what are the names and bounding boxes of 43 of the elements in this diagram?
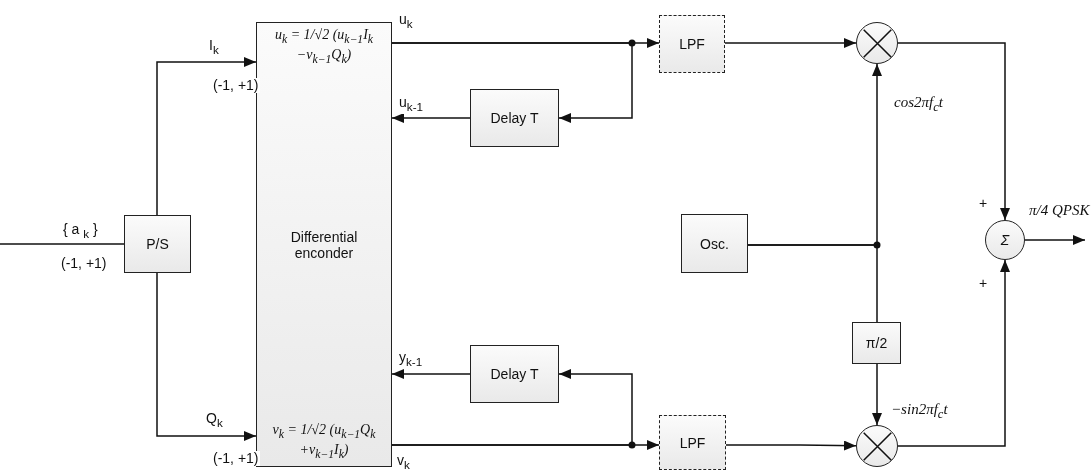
block-label: LPF: [679, 36, 705, 52]
multiplier-circle: [856, 22, 898, 64]
process-box: [124, 215, 191, 273]
arrow: [872, 363, 882, 426]
arrow: [897, 42, 1010, 221]
arrow: [391, 369, 633, 446]
block-label: P/S: [146, 236, 169, 252]
block-label: Delay T: [490, 366, 539, 382]
signal-label: Q$_{k}$: [205, 411, 224, 430]
block-label: Differential enconder: [289, 228, 359, 261]
block-label: π/2: [865, 335, 888, 351]
arrow: [897, 259, 1010, 447]
block-label: Σ: [1000, 232, 1010, 248]
arrow: [724, 38, 857, 48]
block-label: Osc.: [700, 235, 729, 252]
connector-line: [0, 243, 125, 245]
range-label: (-1, +1): [212, 451, 260, 467]
phase-shift-box: [852, 322, 901, 364]
oscillator-box: [681, 214, 748, 273]
signal-label: { a $_{k}$ }: [62, 222, 99, 241]
formula: u$_{k}$ = 1/√2 (u$_{k−1}$I$_{k}$ −v$_{k−1}$Q$_{k}$): [273, 27, 375, 67]
encoder-block: [256, 22, 392, 467]
signal-label: π/4 QPSK: [1028, 202, 1091, 219]
arrow: [1024, 235, 1086, 245]
arrow: [156, 57, 257, 216]
signal-label: I$_{k}$: [208, 38, 220, 57]
arrow: [391, 113, 471, 123]
arrow: [391, 369, 471, 379]
filter-box: [659, 15, 725, 73]
arrow: [391, 42, 633, 123]
delay-box: [470, 89, 559, 147]
filter-box: [659, 415, 726, 470]
block-label: Delay T: [490, 110, 539, 126]
multiplier-circle: [856, 425, 898, 467]
range-label: (-1, +1): [60, 256, 108, 272]
delay-box: [470, 345, 559, 403]
arrow: [156, 272, 257, 441]
block-label: LPF: [679, 434, 706, 451]
summer-circle: [985, 220, 1025, 260]
arrow: [725, 440, 857, 451]
range-label: (-1, +1): [212, 78, 260, 94]
connector-line: [747, 244, 878, 323]
formula: v$_{k}$ = 1/√2 (u$_{k−1}$Q$_{k}$ +v$_{k−1}$I$_{k}$): [271, 422, 377, 462]
